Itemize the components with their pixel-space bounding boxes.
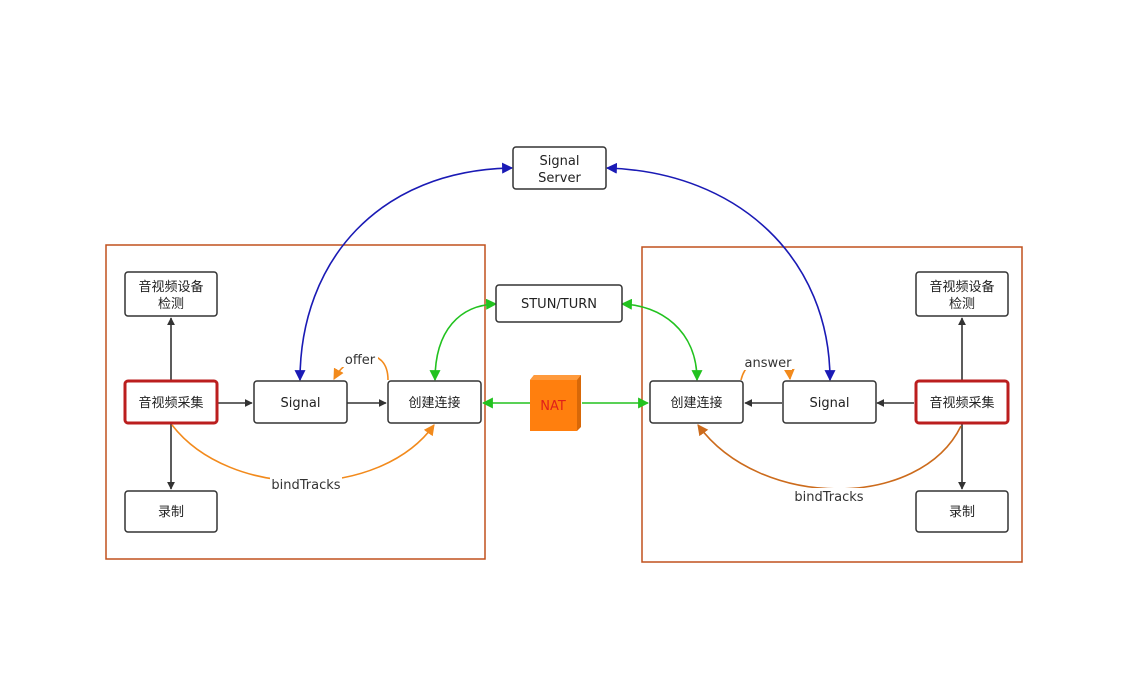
bind-left-label-bg	[270, 476, 342, 492]
left-capture-label: 音视频采集	[138, 395, 203, 411]
signal-server-label-line2: Server	[538, 171, 581, 186]
answer-label-bg	[744, 354, 792, 370]
right-signal-label: Signal	[810, 396, 850, 411]
nat-label: NAT	[540, 399, 566, 414]
right-record-node: 录制	[915, 490, 1009, 533]
right-bind-tracks-label: bindTracks	[794, 490, 863, 505]
stun-turn-node: STUN/TURN	[495, 284, 623, 323]
left-device-detect-node: 音视频设备 检测	[124, 271, 218, 317]
left-signal-node: Signal	[253, 380, 348, 424]
offer-label: offer	[345, 353, 376, 368]
left-device-detect-line1: 音视频设备	[138, 279, 203, 295]
left-record-node: 录制	[124, 490, 218, 533]
answer-label: answer	[745, 356, 793, 371]
left-connect-node: 创建连接	[387, 380, 482, 424]
right-signal-node: Signal	[782, 380, 877, 424]
left-signal-server-edge	[294, 162, 514, 382]
left-connect-label: 创建连接	[408, 395, 460, 411]
left-capture-node: 音视频采集	[123, 379, 219, 425]
left-signal-label: Signal	[281, 396, 321, 411]
right-device-detect-line1: 音视频设备	[929, 279, 994, 295]
left-stun-edge	[429, 298, 498, 382]
right-signal-server-edge	[605, 162, 836, 382]
left-bind-tracks-edge	[171, 424, 435, 482]
right-connect-label: 创建连接	[670, 395, 722, 411]
signal-server-label-line1: Signal	[540, 154, 580, 169]
offer-label-bg	[342, 351, 378, 367]
right-record-label: 录制	[949, 505, 975, 520]
signal-server-node: Signal Server	[512, 146, 607, 190]
left-device-detect-line2: 检测	[158, 297, 184, 312]
nat-node: NAT	[530, 375, 581, 431]
stun-turn-label: STUN/TURN	[521, 297, 597, 312]
left-record-label: 录制	[158, 505, 184, 520]
right-device-detect-line2: 检测	[949, 297, 975, 312]
left-bind-tracks-label: bindTracks	[271, 478, 340, 493]
right-capture-node: 音视频采集	[914, 379, 1010, 425]
right-bind-tracks-edge	[697, 424, 962, 490]
right-stun-edge	[620, 298, 703, 382]
right-device-detect-node: 音视频设备 检测	[915, 271, 1009, 317]
right-connect-node: 创建连接	[649, 380, 744, 424]
right-capture-label: 音视频采集	[929, 395, 994, 411]
bind-right-label-bg	[793, 488, 865, 504]
